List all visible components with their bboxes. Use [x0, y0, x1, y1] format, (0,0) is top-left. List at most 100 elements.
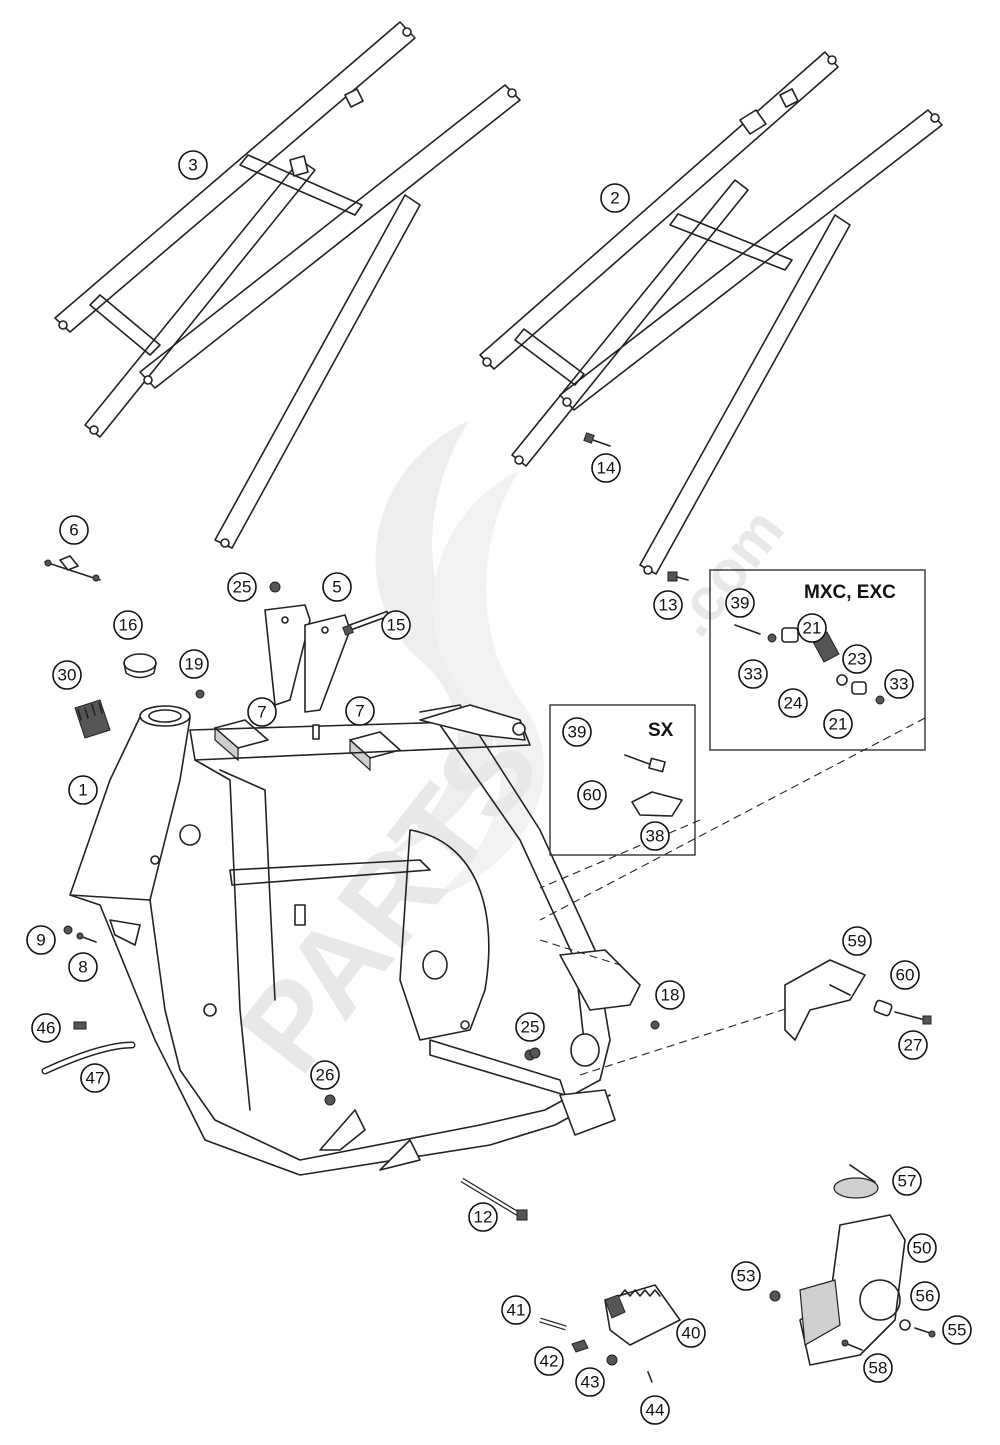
callout-46: 46	[31, 1013, 61, 1043]
svg-text:30: 30	[58, 666, 77, 685]
svg-text:38: 38	[646, 827, 665, 846]
svg-text:46: 46	[37, 1019, 56, 1038]
clip-46	[73, 1021, 87, 1030]
callout-25-top: 25	[227, 572, 257, 602]
svg-text:7: 7	[355, 702, 364, 721]
callout-7-left: 7	[247, 697, 277, 727]
screw-55	[914, 1327, 936, 1338]
sx-group-title: SX	[648, 720, 674, 741]
callout-18: 18	[655, 980, 685, 1010]
svg-text:25: 25	[233, 578, 252, 597]
callout-56: 56	[910, 1281, 940, 1311]
callout-5: 5	[322, 572, 352, 602]
washer-56	[899, 1319, 911, 1331]
callout-14: 14	[591, 453, 621, 483]
svg-text:3: 3	[188, 156, 197, 175]
svg-text:6: 6	[69, 521, 78, 540]
screw-53	[769, 1290, 781, 1302]
callout-7-right: 7	[345, 696, 375, 726]
callout-8: 8	[68, 952, 98, 982]
callout-21-bottom: 21	[823, 709, 853, 739]
svg-text:2: 2	[610, 189, 619, 208]
svg-text:5: 5	[332, 578, 341, 597]
svg-text:53: 53	[737, 1267, 756, 1286]
callout-16: 16	[113, 610, 143, 640]
callout-60: 60	[890, 960, 920, 990]
pin-41	[539, 1317, 567, 1331]
svg-text:60: 60	[896, 966, 915, 985]
hose-47	[41, 1041, 136, 1075]
callout-58: 58	[863, 1353, 893, 1383]
callout-47: 47	[80, 1063, 110, 1093]
callout-27: 27	[898, 1030, 928, 1060]
nut-25-mid	[529, 1047, 541, 1059]
svg-text:39: 39	[731, 594, 750, 613]
svg-text:56: 56	[916, 1287, 935, 1306]
guard-7-left	[214, 719, 269, 762]
clamp-6	[44, 555, 101, 582]
callout-44: 44	[640, 1395, 670, 1425]
callout-15: 15	[381, 610, 411, 640]
callout-43: 43	[575, 1367, 605, 1397]
nut-26	[324, 1094, 336, 1106]
svg-text:12: 12	[474, 1208, 493, 1227]
brake-disc-guard-50	[799, 1214, 906, 1366]
svg-text:21: 21	[803, 619, 822, 638]
watermark: PARTS .com	[215, 420, 796, 1096]
callout-25-mid: 25	[515, 1012, 545, 1042]
svg-text:8: 8	[78, 958, 87, 977]
svg-text:16: 16	[119, 616, 138, 635]
svg-text:27: 27	[904, 1036, 923, 1055]
svg-text:26: 26	[316, 1066, 335, 1085]
svg-text:13: 13	[659, 596, 678, 615]
svg-text:7: 7	[257, 703, 266, 722]
svg-text:33: 33	[890, 675, 909, 694]
svg-text:58: 58	[869, 1359, 888, 1378]
sx-group: SX	[549, 704, 696, 856]
callout-59: 59	[842, 926, 872, 956]
footpeg-40	[604, 1284, 681, 1346]
plug-19	[195, 689, 205, 699]
chain-guide-59	[784, 959, 866, 1041]
svg-text:57: 57	[898, 1172, 917, 1191]
callout-3: 3	[178, 150, 208, 180]
svg-text:18: 18	[661, 986, 680, 1005]
callout-6: 6	[59, 515, 89, 545]
svg-text:1: 1	[78, 781, 87, 800]
svg-text:15: 15	[387, 616, 406, 635]
callout-30: 30	[52, 660, 82, 690]
callout-13: 13	[653, 590, 683, 620]
sx-group-box	[549, 704, 696, 856]
svg-text:42: 42	[540, 1352, 559, 1371]
svg-text:24: 24	[784, 694, 803, 713]
callout-26: 26	[310, 1060, 340, 1090]
svg-text:40: 40	[682, 1324, 701, 1343]
callout-41: 41	[501, 1295, 531, 1325]
bearing-30	[74, 699, 111, 739]
callout-57: 57	[892, 1166, 922, 1196]
axle-bolt-12	[460, 1177, 528, 1221]
callout-19: 19	[179, 649, 209, 679]
callout-55: 55	[942, 1315, 972, 1345]
svg-text:55: 55	[948, 1321, 967, 1340]
spacer-60	[873, 999, 893, 1017]
callout-42: 42	[534, 1346, 564, 1376]
main-frame-1	[69, 704, 641, 1176]
svg-text:44: 44	[646, 1401, 665, 1420]
callout-53: 53	[731, 1261, 761, 1291]
callout-1: 1	[68, 775, 98, 805]
svg-text:60: 60	[583, 786, 602, 805]
svg-text:50: 50	[913, 1239, 932, 1258]
callout-2: 2	[600, 183, 630, 213]
cap-16	[123, 653, 157, 679]
callout-12: 12	[468, 1202, 498, 1232]
callout-39-sx: 39	[562, 717, 592, 747]
bolt-58	[841, 1339, 863, 1351]
svg-text:39: 39	[568, 723, 587, 742]
cable-tie-57	[833, 1164, 879, 1199]
washer-43	[606, 1354, 618, 1366]
svg-text:47: 47	[86, 1069, 105, 1088]
callout-21-top: 21	[797, 613, 827, 643]
callout-33-left: 33	[738, 659, 768, 689]
